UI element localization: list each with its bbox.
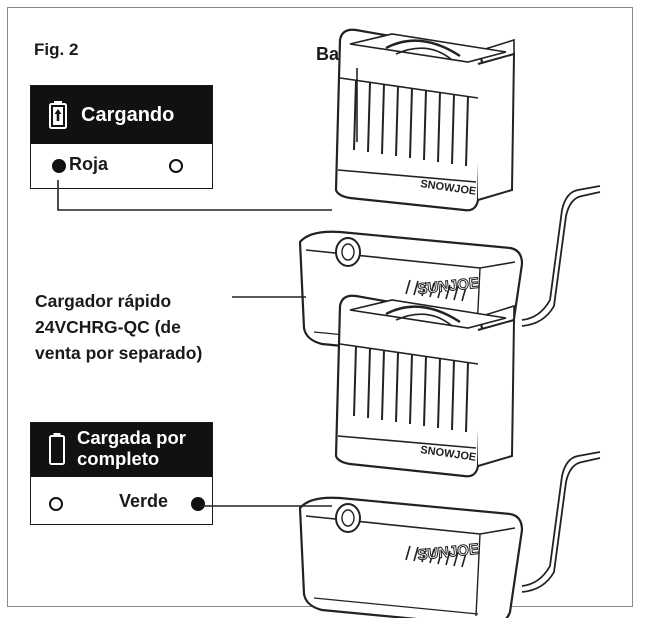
battery-full-icon bbox=[49, 433, 65, 465]
charger-label-line-3: venta por separado) bbox=[35, 343, 203, 363]
charging-panel-title: Cargando bbox=[81, 103, 175, 126]
battery-charging-icon bbox=[49, 101, 67, 129]
red-indicator-dot bbox=[52, 159, 66, 173]
charged-panel-title: Cargada por completo bbox=[77, 427, 186, 469]
charged-title-line-1: Cargada por bbox=[77, 427, 186, 448]
charging-status-text: Roja bbox=[69, 154, 109, 174]
charged-title-line-2: completo bbox=[77, 448, 160, 469]
charging-indicator-leader-line bbox=[57, 180, 332, 211]
charger-label: Cargador rápido 24VCHRG-QC (de venta por… bbox=[35, 288, 202, 366]
red-indicator-dot-off bbox=[49, 497, 63, 511]
charged-status-panel: Cargada por completo Verde bbox=[30, 422, 213, 525]
charging-panel-body: Roja bbox=[31, 144, 212, 188]
charged-panel-header: Cargada por completo bbox=[31, 423, 212, 477]
charged-status-text: Verde bbox=[119, 491, 169, 511]
charger-label-line-1: Cargador rápido bbox=[35, 291, 172, 311]
charged-panel-body: Verde bbox=[31, 477, 212, 526]
green-indicator-dot-off bbox=[169, 159, 183, 173]
charging-status-panel: Cargando Roja bbox=[30, 85, 213, 189]
charging-panel-header: Cargando bbox=[31, 86, 212, 144]
figure-label: Fig. 2 bbox=[34, 40, 79, 59]
green-indicator-dot bbox=[191, 497, 205, 511]
charger-brand-mark-top: SUNJOE bbox=[417, 275, 480, 298]
charger-label-line-2: 24VCHRG-QC (de bbox=[35, 317, 181, 337]
